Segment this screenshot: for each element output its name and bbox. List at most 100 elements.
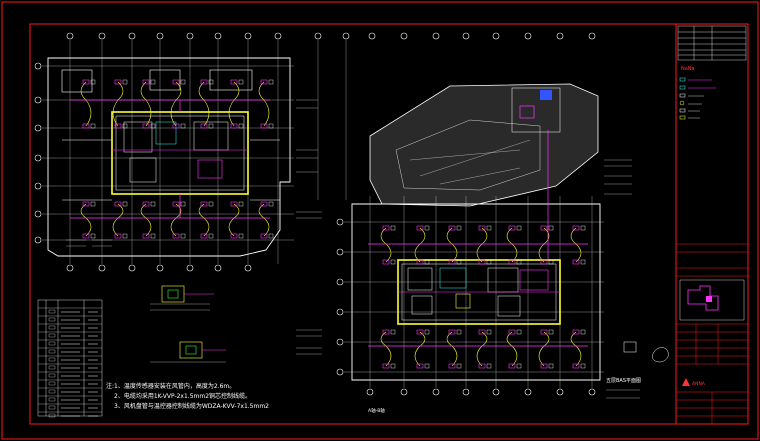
left-core: [111, 111, 249, 195]
bas-device: [508, 363, 516, 369]
thermostat-symbol: [122, 79, 128, 85]
conduit-run: [538, 345, 545, 367]
thermostat-symbol: [456, 225, 462, 231]
thermostat-symbol: [90, 201, 96, 207]
thermostat-symbol: [238, 233, 244, 239]
axis-bubble: [432, 32, 440, 40]
conduit-run: [233, 81, 240, 101]
conduit-run: [476, 243, 483, 263]
bas-device: [230, 201, 238, 207]
bas-device: [142, 123, 150, 129]
conduit-run: [228, 217, 235, 237]
equipment-schedule-table: [37, 299, 103, 417]
conduit-run: [170, 217, 177, 237]
axis-bubble: [244, 264, 252, 272]
axis-bubble: [34, 62, 42, 70]
bas-device: [572, 259, 580, 265]
axis-bubble: [66, 32, 74, 40]
thermostat-symbol: [208, 233, 214, 239]
thermostat-symbol: [150, 123, 156, 129]
axis-bubble: [588, 388, 596, 396]
table-symbol: [48, 341, 56, 346]
conduit-run: [570, 331, 577, 347]
tv-symbol: [623, 341, 637, 353]
note-line-3: 3、风机盘管与温控器控制线缆为WDZA-KVV-7x1.5mm2: [114, 402, 269, 410]
bas-device: [448, 363, 456, 369]
thermostat-symbol: [486, 225, 492, 231]
conduit-run: [80, 203, 87, 219]
conduit-run: [228, 99, 235, 127]
table-symbol: [48, 317, 56, 322]
bas-device: [508, 329, 516, 335]
axis-bubble: [368, 32, 376, 40]
axis-bubble: [336, 248, 344, 256]
table-symbol: [48, 325, 56, 330]
conduit-run: [446, 331, 453, 347]
axis-bubble: [462, 388, 470, 396]
thermostat-symbol: [238, 123, 244, 129]
conduit-run: [85, 99, 92, 127]
bas-device: [260, 233, 268, 239]
thermostat-symbol: [516, 329, 522, 335]
thermostat-symbol: [456, 329, 462, 335]
axis-bubble: [556, 388, 564, 396]
thermostat-symbol: [580, 363, 586, 369]
company-logo: ANNA: [682, 378, 706, 387]
conduit-run: [258, 203, 265, 219]
bas-device: [478, 259, 486, 265]
conduit-run: [414, 243, 421, 263]
right-plan-outline: [351, 203, 601, 381]
axis-bubble: [34, 96, 42, 104]
conduit-run: [414, 345, 421, 367]
conduit-run: [506, 227, 513, 245]
conduit-run: [419, 227, 426, 245]
bas-device: [114, 123, 122, 129]
note-line-2: 2、电缆均采用1K-VVP-2x1.5mm2铜芯控制线缆。: [114, 392, 251, 400]
conduit-run: [263, 99, 270, 127]
axis-bubble: [336, 308, 344, 316]
left-magenta-trunk: [70, 99, 270, 219]
thermostat-symbol: [390, 329, 396, 335]
thermostat-symbol: [424, 363, 430, 369]
thermostat-symbol: [180, 123, 186, 129]
table-symbol: [48, 357, 56, 362]
left-conduit-runs: [80, 81, 270, 237]
bas-device: [114, 233, 122, 239]
axis-bubble: [400, 388, 408, 396]
conduit-run: [451, 243, 458, 263]
conduit-run: [575, 345, 582, 367]
bas-device: [572, 225, 580, 231]
thermostat-symbol: [268, 79, 274, 85]
left-plan-outline: [47, 57, 291, 257]
conduit-run: [258, 81, 265, 101]
right-annotations: [296, 159, 640, 399]
bas-device: [478, 329, 486, 335]
bas-device: [382, 225, 390, 231]
right-core: [397, 259, 561, 325]
bas-device: [382, 363, 390, 369]
thermostat-symbol: [486, 259, 492, 265]
bas-device: [416, 329, 424, 335]
conduit-run: [380, 227, 387, 245]
conduit-run: [451, 345, 458, 367]
thermostat-symbol: [208, 123, 214, 129]
conduit-run: [175, 81, 182, 101]
right-floor-plan: 五层BAS平面图 A轴-B轴: [296, 40, 669, 414]
conduit-run: [380, 331, 387, 347]
company-logo-text: ANNA: [692, 381, 706, 387]
thermostat-symbol: [122, 233, 128, 239]
axis-bubble: [34, 154, 42, 162]
bas-device: [508, 225, 516, 231]
table-symbol: [48, 349, 56, 354]
thermostat-symbol: [486, 363, 492, 369]
axis-bubble: [244, 32, 252, 40]
thermostat-symbol: [90, 79, 96, 85]
thermostat-symbol: [268, 233, 274, 239]
thermostat-symbol: [180, 79, 186, 85]
legend-table: [677, 25, 747, 61]
bas-device: [416, 225, 424, 231]
axis-bubble: [336, 368, 344, 376]
brand-mark: NaNa: [681, 66, 695, 72]
axis-bubble: [186, 32, 194, 40]
